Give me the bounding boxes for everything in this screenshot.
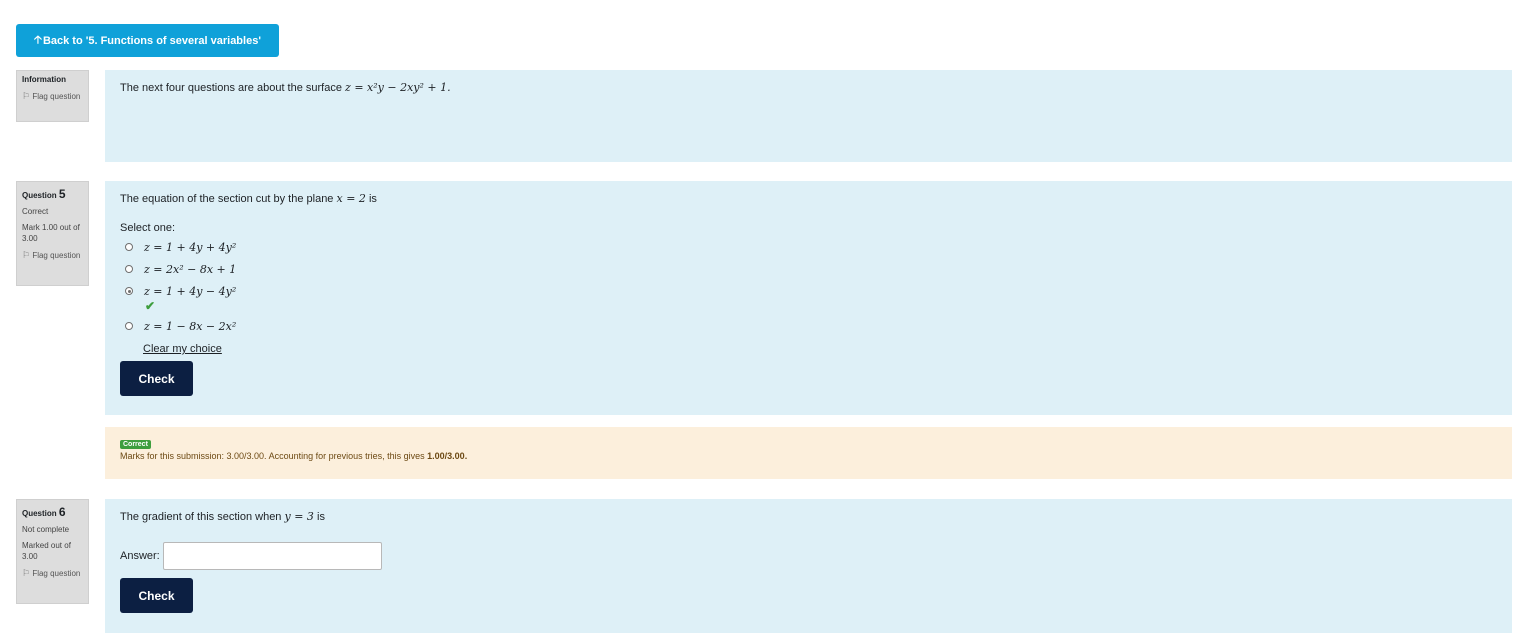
arrow-up-icon: 🡡 (34, 34, 42, 46)
check-button[interactable]: Check (120, 578, 193, 613)
select-one-label: Select one: (120, 222, 176, 234)
question-6-sidebar: Question 6 Not complete Marked out of 3.… (16, 499, 89, 604)
feedback-box: Correct Marks for this submission: 3.00/… (105, 427, 1512, 479)
question-6-content: The gradient of this section when y = 3 … (105, 499, 1512, 633)
question-math: x = 2 (336, 192, 366, 205)
answer-label: Answer: (120, 550, 160, 562)
option-label: z = 1 − 8x − 2x² (144, 319, 237, 333)
question-5-content: The equation of the section cut by the p… (105, 181, 1512, 415)
checkmark-icon: ✔ (145, 299, 156, 313)
answer-option[interactable]: z = 1 + 4y − 4y² (125, 282, 1497, 300)
flag-label: Flag question (32, 91, 81, 101)
question-state: Correct (22, 207, 49, 217)
question-grade: Marked out of 3.00 (22, 540, 71, 561)
answer-options: z = 1 + 4y + 4y² z = 2x² − 8x + 1 z = 1 … (125, 238, 1497, 335)
option-label: z = 2x² − 8x + 1 (144, 262, 237, 276)
feedback-final-mark: 1.00/3.00. (427, 451, 468, 461)
question-5-label: Question 5 (22, 187, 66, 201)
info-sidebar: Information ⚐ Flag question (16, 70, 89, 122)
question-number: 5 (58, 187, 66, 201)
question-5-sidebar: Question 5 Correct Mark 1.00 out of 3.00… (16, 181, 89, 286)
flag-question-link[interactable]: ⚐ Flag question (22, 567, 83, 580)
info-math: z = x²y − 2xy² + 1. (345, 81, 451, 94)
option-label: z = 1 + 4y + 4y² (144, 240, 237, 254)
question-text: The equation of the section cut by the p… (120, 193, 334, 205)
flag-label: Flag question (32, 250, 81, 260)
question-text-end: is (317, 511, 325, 523)
correct-badge: Correct (120, 440, 151, 449)
answer-option[interactable]: z = 1 + 4y + 4y² (125, 238, 1497, 256)
flag-icon: ⚐ (22, 249, 31, 260)
question-text-end: is (368, 193, 377, 205)
flag-label: Flag question (32, 568, 81, 578)
question-number: 6 (58, 505, 66, 519)
question-6-label: Question 6 (22, 505, 66, 519)
radio-button-selected[interactable] (125, 287, 133, 295)
question-grade: Mark 1.00 out of 3.00 (22, 222, 80, 243)
question-state: Not complete (22, 525, 70, 535)
question-math: y = 3 (284, 510, 314, 523)
info-content: The next four questions are about the su… (105, 70, 1512, 162)
radio-button[interactable] (125, 322, 133, 330)
back-button-label: Back to '5. Functions of several variabl… (42, 34, 261, 47)
info-label: Information (22, 75, 66, 84)
question-text: The gradient of this section when (120, 511, 282, 523)
radio-button[interactable] (125, 265, 133, 273)
option-label: z = 1 + 4y − 4y² (144, 284, 237, 298)
feedback-text: Marks for this submission: 3.00/3.00. Ac… (120, 451, 425, 461)
flag-icon: ⚐ (22, 567, 31, 578)
answer-option[interactable]: z = 1 − 8x − 2x² (125, 317, 1497, 335)
back-to-section-button[interactable]: 🡡 Back to '5. Functions of several varia… (16, 24, 279, 57)
answer-row: Answer: (120, 542, 1497, 570)
flag-question-link[interactable]: ⚐ Flag question (22, 90, 83, 103)
answer-option[interactable]: z = 2x² − 8x + 1 (125, 260, 1497, 278)
answer-input[interactable] (162, 542, 382, 570)
info-text: The next four questions are about the su… (120, 82, 342, 94)
flag-icon: ⚐ (22, 90, 31, 101)
flag-question-link[interactable]: ⚐ Flag question (22, 249, 83, 262)
radio-button[interactable] (125, 243, 133, 251)
check-button[interactable]: Check (120, 361, 193, 396)
clear-choice-link[interactable]: Clear my choice (143, 343, 222, 355)
